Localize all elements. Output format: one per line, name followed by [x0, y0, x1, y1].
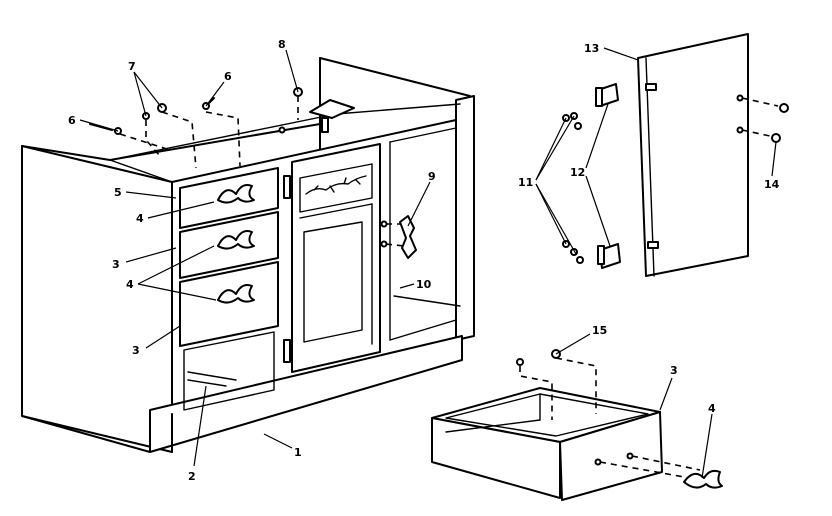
- callout-2: 2: [188, 470, 196, 483]
- callout-5: 5: [114, 186, 122, 199]
- drawer-pull-middle: [217, 230, 255, 250]
- callout-9: 9: [428, 170, 436, 183]
- callout-10: 10: [416, 278, 432, 291]
- right-side-panel: [455, 95, 475, 341]
- drawer-front-bottom: [179, 261, 279, 347]
- callout-6: 6: [224, 70, 232, 83]
- callout-3: 3: [132, 344, 140, 357]
- callout-3: 3: [112, 258, 120, 271]
- leader-lines: [79, 47, 777, 479]
- hinge: [283, 339, 291, 363]
- callout-3: 3: [670, 364, 678, 377]
- callout-7: 7: [128, 60, 136, 73]
- callout-8: 8: [278, 38, 286, 51]
- callout-4: 4: [136, 212, 144, 225]
- drawer-pull-bottom: [217, 284, 255, 304]
- callout-13: 13: [584, 42, 599, 55]
- hinge-screws: [562, 112, 584, 264]
- callout-4: 4: [708, 402, 716, 415]
- door-raised-panel: [303, 221, 363, 343]
- door-decorative-panel: [299, 163, 373, 213]
- callout-1: 1: [294, 446, 302, 459]
- loose-drawer: [431, 349, 723, 501]
- drawer-bay-opening: [183, 331, 275, 411]
- callout-4: 4: [126, 278, 134, 291]
- cabinet-door: [291, 143, 381, 373]
- cabinet-body: [21, 57, 475, 453]
- base-toe-kick: [149, 335, 463, 453]
- door-catch: [380, 215, 417, 259]
- top-screws: [89, 87, 355, 169]
- replacement-door: [637, 33, 789, 277]
- callout-15: 15: [592, 324, 607, 337]
- loose-hinges: [595, 83, 621, 269]
- hinge: [283, 175, 291, 199]
- callout-12: 12: [570, 166, 585, 179]
- leaf-ornament: [305, 175, 367, 195]
- callout-14: 14: [764, 178, 780, 191]
- left-side-panel: [21, 145, 173, 453]
- callout-numbers: 1 2 3 3 3 4 4 4 5 6 6 7 8 9 10 11 12 13 …: [68, 38, 780, 483]
- drawer-pull-top: [217, 184, 255, 204]
- callout-11: 11: [518, 176, 533, 189]
- callout-6: 6: [68, 114, 76, 127]
